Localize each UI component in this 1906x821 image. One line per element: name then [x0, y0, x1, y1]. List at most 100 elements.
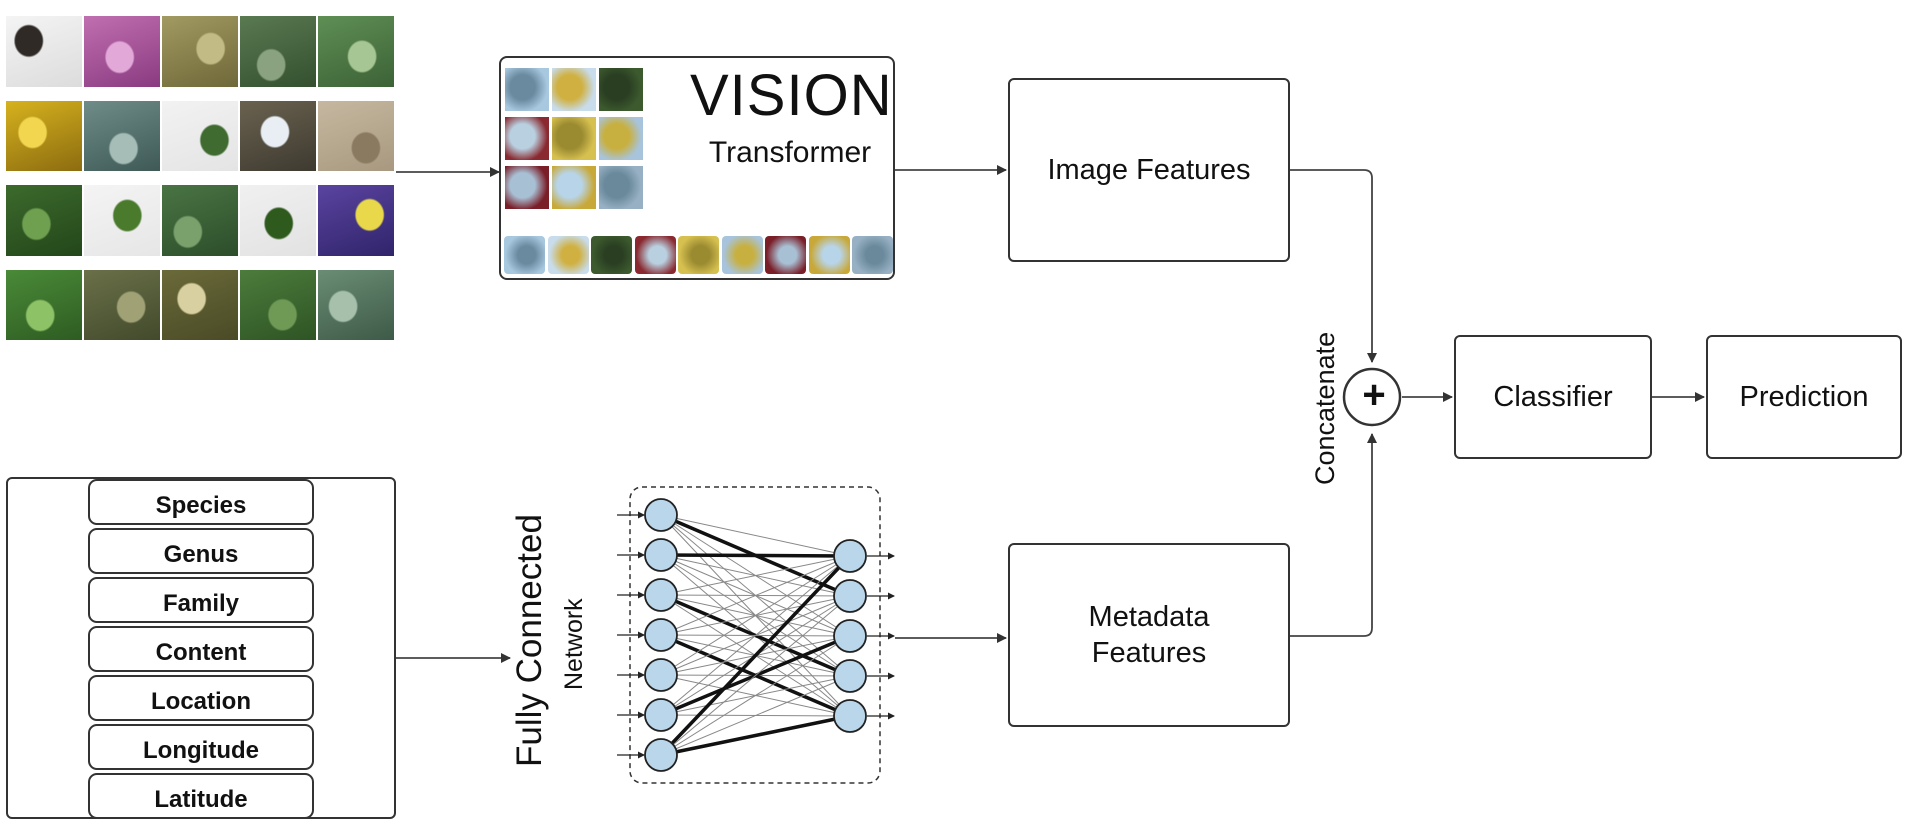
- plant-image: [84, 16, 160, 87]
- plant-image-caption: [162, 6, 238, 16]
- patch-sequence-token: [721, 236, 763, 274]
- plant-image-caption: [318, 259, 394, 270]
- plant-image-tile: [162, 6, 238, 87]
- image-patch: [599, 166, 643, 209]
- plant-image-tile: [6, 175, 82, 256]
- metadata-field-family: Family: [88, 577, 314, 623]
- concatenate-label: Concatenate: [1310, 331, 1340, 485]
- vision-transformer-block: [499, 56, 895, 280]
- fc-neuron: [833, 579, 867, 613]
- plant-image-tile: [162, 259, 238, 340]
- plant-image: [84, 269, 160, 340]
- plant-image-tile: [84, 90, 160, 171]
- plant-image-tile: [6, 6, 82, 87]
- vision-subtitle: Transformer: [708, 136, 872, 169]
- plant-image-caption: [6, 90, 82, 101]
- plant-image-tile: [162, 175, 238, 256]
- plant-image-tile: [6, 259, 82, 340]
- patch-sequence-token: [678, 236, 719, 274]
- plant-image-caption: [162, 259, 238, 270]
- classifier-label: Classifier: [1493, 380, 1613, 413]
- metadata-features-box: Metadata Features: [1008, 543, 1290, 727]
- image-features-label: Image Features: [1047, 153, 1251, 186]
- plant-image-caption: [6, 6, 82, 16]
- image-features-box: Image Features: [1008, 78, 1290, 262]
- fc-neuron: [644, 698, 678, 732]
- plant-image-tile: [318, 6, 394, 87]
- patch-sequence-token: [504, 236, 545, 274]
- plant-image-tile: [240, 90, 316, 171]
- plant-image-caption: [84, 259, 160, 270]
- image-patch: [599, 117, 643, 160]
- patch-sequence-token: [852, 236, 893, 274]
- patch-sequence-token: [765, 236, 806, 274]
- image-patch: [599, 68, 643, 111]
- metadata-field-genus: Genus: [88, 528, 314, 574]
- classifier-box: Classifier: [1454, 335, 1652, 459]
- fc-connection: [660, 635, 851, 756]
- plant-image: [6, 16, 82, 87]
- fc-neuron: [833, 539, 867, 573]
- image-patch: [552, 166, 596, 209]
- fc-neuron: [644, 498, 678, 532]
- plant-image-caption: [6, 259, 82, 270]
- plant-image: [162, 185, 238, 256]
- fc-neuron: [644, 618, 678, 652]
- plant-image: [6, 185, 82, 256]
- fc-network-frame: [629, 486, 881, 784]
- plant-image-tile: [84, 175, 160, 256]
- metadata-list: Species Genus Family Content Location Lo…: [6, 477, 396, 819]
- fc-connection: [660, 555, 851, 676]
- fc-network-graph: [617, 498, 895, 772]
- fc-connection: [660, 714, 851, 757]
- plant-image: [162, 100, 238, 171]
- fc-neuron: [644, 658, 678, 692]
- metadata-field-species: Species: [88, 479, 314, 525]
- plant-image: [162, 269, 238, 340]
- fc-neuron: [833, 659, 867, 693]
- plant-image-caption: [84, 6, 160, 16]
- metadata-features-label-line2: Features: [1091, 637, 1207, 669]
- plant-image-caption: [84, 175, 160, 185]
- plant-image: [162, 16, 238, 87]
- image-patch: [505, 166, 549, 209]
- metadata-field-location: Location: [88, 675, 314, 721]
- plant-image: [240, 16, 316, 87]
- plant-image: [240, 269, 316, 340]
- fc-connection: [660, 514, 851, 557]
- patch-sequence-token: [591, 236, 632, 274]
- plant-image-tile: [318, 259, 394, 340]
- plant-image-tile: [84, 259, 160, 340]
- plant-image-tile: [6, 90, 82, 171]
- fc-neuron: [644, 578, 678, 612]
- plant-image-caption: [240, 175, 316, 185]
- prediction-label: Prediction: [1739, 380, 1869, 413]
- concat-plus-symbol: +: [1362, 373, 1386, 417]
- image-patch: [505, 68, 549, 111]
- plant-image: [318, 100, 394, 171]
- fc-neuron: [644, 538, 678, 572]
- plant-image-caption: [318, 175, 394, 185]
- image-patch: [505, 117, 549, 160]
- plant-image-caption: [240, 90, 316, 101]
- vision-title: VISION: [690, 63, 893, 128]
- plant-image-grid: [6, 6, 394, 340]
- patch-sequence-token: [808, 236, 850, 274]
- plant-image: [318, 269, 394, 340]
- plant-image: [240, 185, 316, 256]
- arrow-image-features-to-concat: [1288, 169, 1377, 363]
- plant-image: [6, 100, 82, 171]
- fc-neuron: [833, 699, 867, 733]
- plant-image-caption: [84, 90, 160, 101]
- fc-network-subtitle: Network: [560, 598, 588, 690]
- fc-connection: [660, 595, 851, 756]
- plant-image-tile: [240, 175, 316, 256]
- fc-neuron: [833, 619, 867, 653]
- plant-image-tile: [318, 175, 394, 256]
- plant-image-caption: [240, 6, 316, 16]
- fc-connection: [660, 555, 851, 716]
- patch-sequence-token: [634, 236, 676, 274]
- fc-connection: [659, 554, 852, 757]
- plant-image-tile: [240, 259, 316, 340]
